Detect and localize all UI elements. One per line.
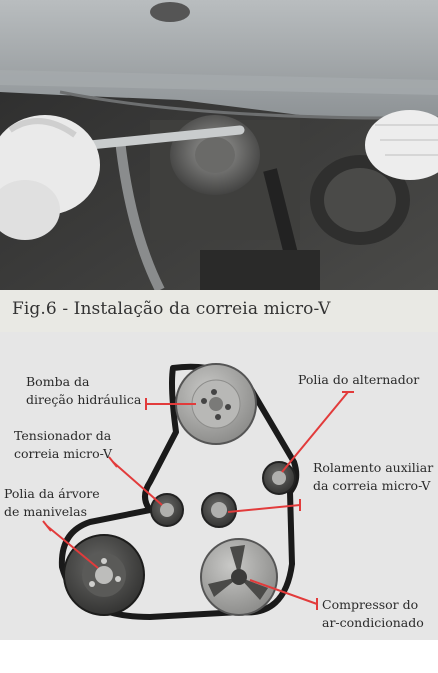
belt-diagram: Bomba da direção hidráulica Polia do alt… [0,332,438,640]
leader-lines [42,391,354,610]
alternator-pulley [262,461,296,495]
auxiliary-idler-pulley [201,492,237,528]
label-crankshaft-pulley: Polia da árvore de manivelas [4,486,104,519]
engine-photo [0,0,438,290]
label-power-steering-pump: Bomba da direção hidráulica [26,374,142,407]
crankshaft-pulley [63,534,145,616]
ac-compressor-pulley [200,538,278,616]
bottom-margin [0,640,438,673]
label-alternator-pulley: Polia do alternador [298,372,419,387]
figure-title-bar: Fig.6 - Instalação da correia micro-V [0,290,438,332]
figure-title: Fig.6 - Instalação da correia micro-V [12,299,331,319]
power-steering-pump-pulley [175,363,257,445]
label-ac-compressor: Compressor do ar-condicionado [322,597,424,630]
label-auxiliary-idler: Rolamento auxiliar da correia micro-V [313,460,437,493]
label-belt-tensioner: Tensionador da correia micro-V [14,428,115,461]
